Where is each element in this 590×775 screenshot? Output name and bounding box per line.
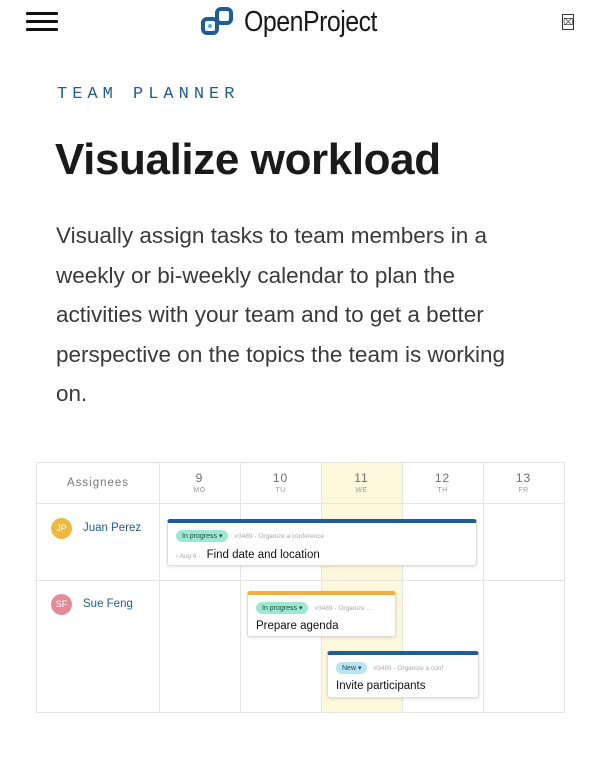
assignees-column-header: Assignees — [66, 477, 130, 489]
hamburger-icon[interactable] — [26, 12, 58, 32]
section-eyebrow: TEAM PLANNER — [57, 85, 240, 104]
assignee-juan-perez[interactable]: JP Juan Perez — [51, 517, 141, 539]
day-label: TU — [275, 487, 286, 494]
search-icon[interactable]: ⌧ — [562, 14, 574, 30]
day-label: FR — [518, 487, 529, 494]
team-planner-calendar: Assignees 9 MO 10 TU 11 WE 12 TH 13 FR J… — [36, 462, 565, 713]
day-label: MO — [193, 487, 206, 494]
assignee-name: Sue Feng — [83, 598, 133, 610]
task-title: Invite participants — [336, 680, 426, 692]
logo-text: OpenProject — [244, 5, 377, 38]
task-reference: #3489 - Organize a conf — [373, 664, 444, 672]
status-badge[interactable]: New ▾ — [336, 662, 368, 674]
day-number: 9 — [195, 471, 204, 485]
day-header-mo: 9 MO — [159, 463, 240, 503]
task-meta: New ▾ #3489 - Organize a conf — [336, 662, 443, 674]
task-date: ‹ Aug 6 - — [176, 553, 201, 560]
day-header-we: 11 WE — [321, 463, 402, 503]
status-badge[interactable]: In progress ▾ — [176, 530, 229, 542]
task-meta: In progress ▾ #3489 - Organize a confere… — [176, 530, 324, 542]
section-description: Visually assign tasks to team members in… — [56, 223, 505, 406]
openproject-logo[interactable]: OpenProject — [201, 4, 399, 40]
day-label: WE — [355, 487, 368, 494]
task-title: Prepare agenda — [256, 620, 339, 632]
task-reference: #3489 - Organize ... — [314, 604, 372, 612]
task-title-row: ‹ Aug 6 - Find date and location — [176, 549, 320, 561]
day-number: 12 — [434, 471, 451, 485]
day-label: TH — [437, 487, 448, 494]
page-title: Visualize workload — [55, 135, 441, 184]
task-meta: In progress ▾ #3489 - Organize ... — [256, 602, 372, 614]
task-card-find-date[interactable]: In progress ▾ #3489 - Organize a confere… — [167, 519, 477, 566]
day-header-fr: 13 FR — [483, 463, 564, 503]
openproject-logo-icon — [201, 7, 233, 35]
task-title: Find date and location — [206, 549, 320, 561]
avatar: JP — [51, 517, 72, 539]
day-number: 10 — [272, 471, 289, 485]
day-number: 11 — [354, 471, 369, 485]
task-card-prepare-agenda[interactable]: In progress ▾ #3489 - Organize ... Prepa… — [247, 591, 396, 637]
task-reference: #3489 - Organize a conference — [234, 532, 325, 540]
site-header: OpenProject ⌧ — [0, 0, 590, 44]
avatar: SF — [51, 593, 72, 615]
day-header-tu: 10 TU — [240, 463, 321, 503]
assignee-name: Juan Perez — [83, 522, 142, 534]
assignee-sue-feng[interactable]: SF Sue Feng — [51, 593, 133, 615]
day-number: 13 — [515, 471, 532, 485]
status-badge[interactable]: In progress ▾ — [256, 602, 309, 614]
task-card-invite-participants[interactable]: New ▾ #3489 - Organize a conf Invite par… — [327, 651, 479, 698]
day-header-th: 12 TH — [402, 463, 483, 503]
